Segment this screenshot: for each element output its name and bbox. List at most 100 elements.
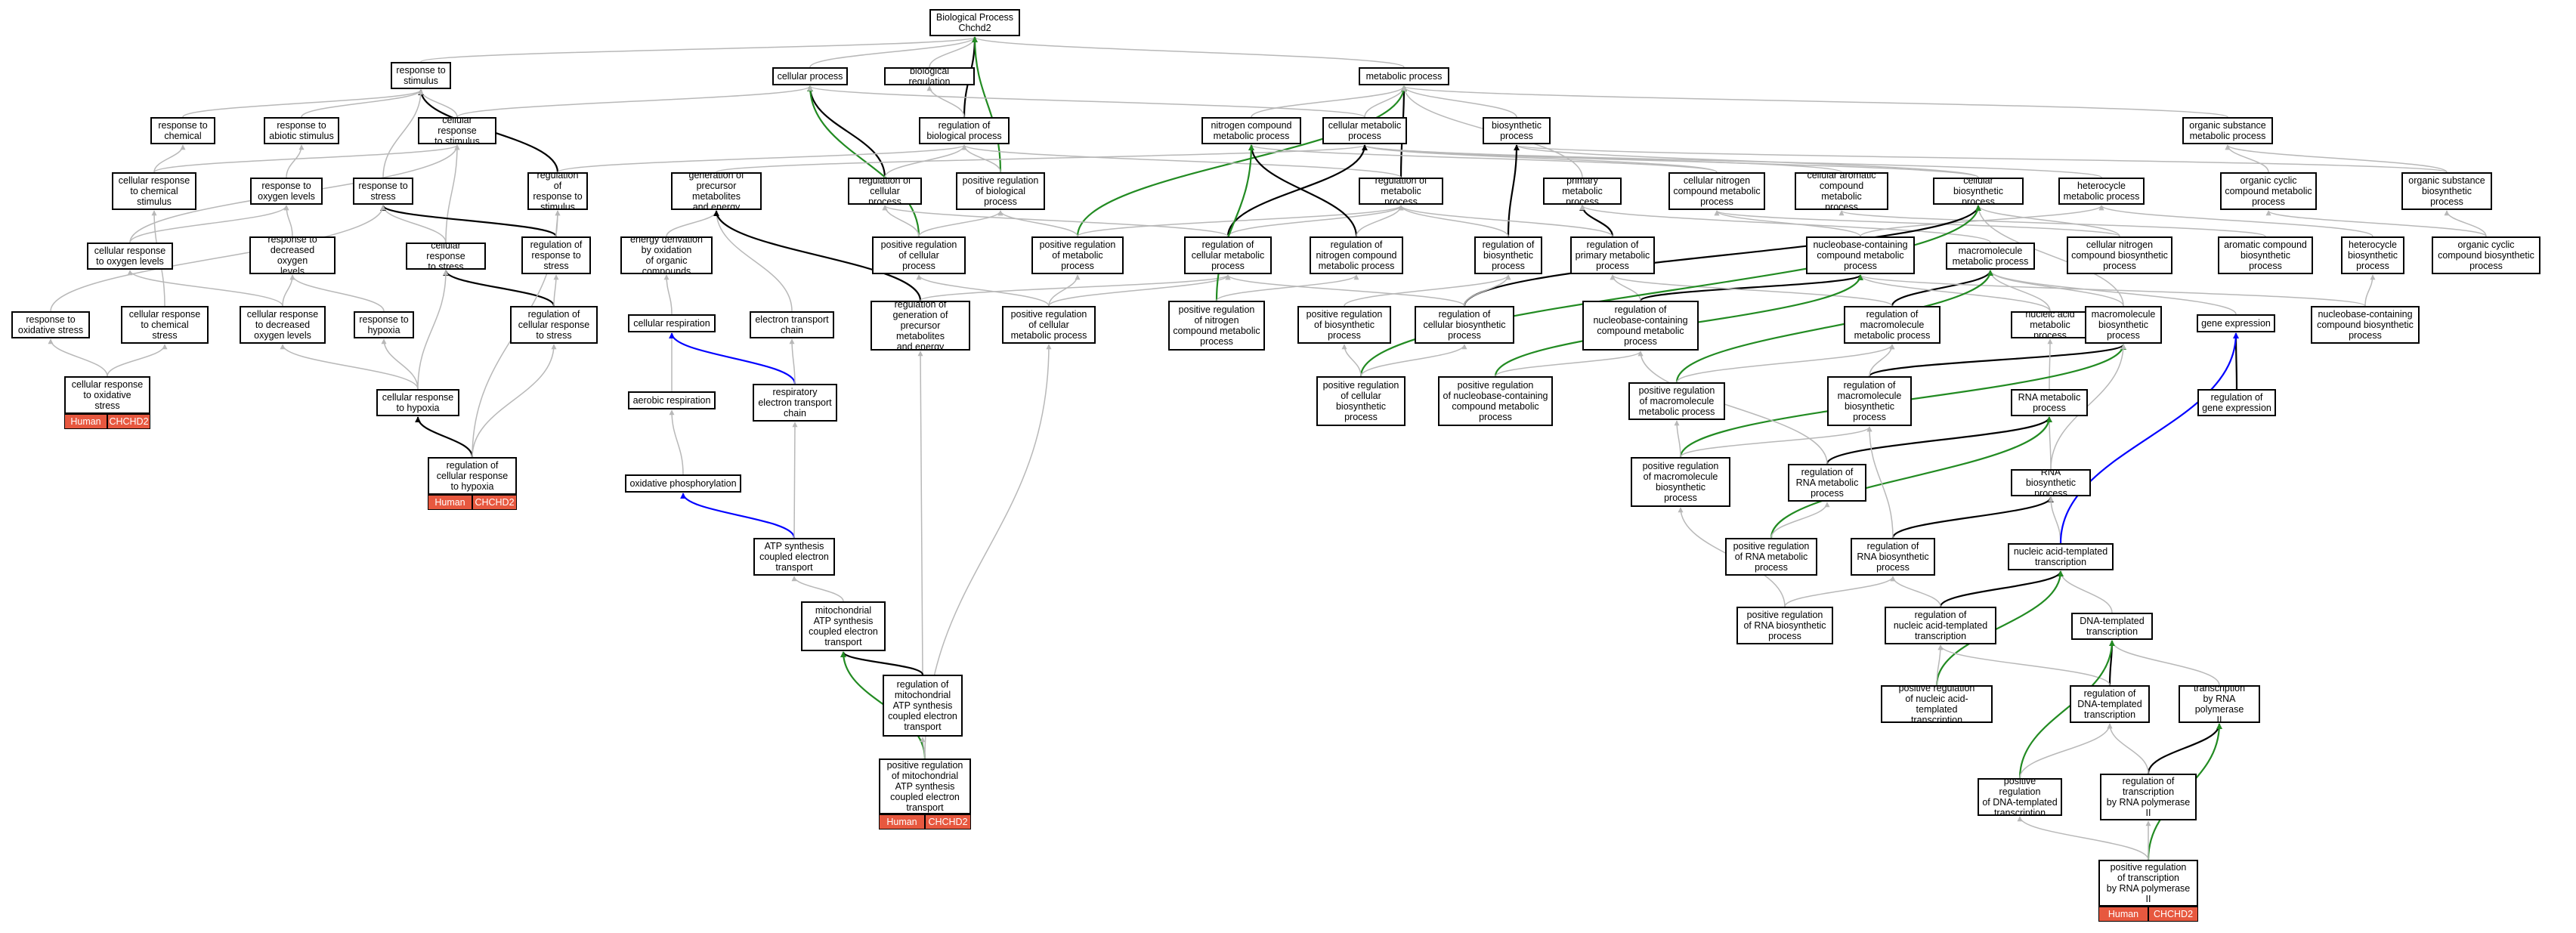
go-term-rrstress[interactable]: regulation of response to stress [521,236,591,274]
go-term-rcbp[interactable]: regulation of cellular biosynthetic proc… [1415,306,1514,344]
go-term-rrnamp[interactable]: regulation of RNA metabolic process [1788,464,1866,502]
go-term-pmp[interactable]: primary metabolic process [1543,178,1622,205]
go-term-prmp[interactable]: positive regulation of metabolic process [1031,236,1124,274]
go-term-atp[interactable]: ATP synthesis coupled electron transport [753,538,835,576]
go-term-rdol[interactable]: response to decreased oxygen levels [249,236,336,274]
go-term-prmatp[interactable]: positive regulation of mitochondrial ATP… [879,758,971,814]
go-term-ed[interactable]: energy derivation by oxidation of organi… [620,236,713,274]
go-term-mmp[interactable]: macromolecule metabolic process [1946,243,2035,270]
go-term-retc[interactable]: respiratory electron transport chain [753,384,837,422]
go-term-prrnabp[interactable]: positive regulation of RNA biosynthetic … [1736,607,1833,644]
go-term-rol[interactable]: response to oxygen levels [250,178,323,205]
go-term-trp2[interactable]: transcription by RNA polymerase II [2179,685,2260,723]
go-term-crts[interactable]: cellular response to stimulus [418,117,496,144]
go-term-hbp[interactable]: heterocycle biosynthetic process [2341,236,2404,274]
go-term-op[interactable]: oxidative phosphorylation [625,474,741,493]
go-term-prcmp[interactable]: positive regulation of cellular metaboli… [1002,306,1096,344]
go-term-nbcbp[interactable]: nucleobase-containing compound biosynthe… [2311,306,2420,344]
go-term-prcp[interactable]: positive regulation of cellular process [872,236,966,274]
go-term-ge[interactable]: gene expression [2197,314,2275,332]
go-term-osbp[interactable]: organic substance biosynthetic process [2401,172,2492,210]
go-term-osmp[interactable]: organic substance metabolic process [2182,117,2273,144]
go-term-rrs[interactable]: regulation of response to stimulus [527,172,588,210]
go-term-rmbp[interactable]: regulation of macromolecule biosynthetic… [1827,376,1912,426]
go-term-rpmp[interactable]: regulation of primary metabolic process [1570,236,1655,274]
go-term-cbp[interactable]: cellular biosynthetic process [1933,178,2024,205]
go-term-crch[interactable]: cellular response to chemical stress [121,306,209,344]
go-term-nbcmp[interactable]: nucleobase-containing compound metabolic… [1806,236,1915,274]
go-term-cncmp[interactable]: cellular nitrogen compound metabolic pro… [1668,172,1765,210]
go-term-acbp[interactable]: aromatic compound biosynthetic process [2218,236,2313,274]
go-term-rnabp[interactable]: RNA biosynthetic process [2011,469,2091,496]
edge-is-a [917,351,923,675]
go-term-prmbp[interactable]: positive regulation of macromolecule bio… [1631,457,1730,507]
go-term-cmp[interactable]: cellular metabolic process [1322,117,1407,144]
go-term-prbp[interactable]: positive regulation of biological proces… [956,172,1045,210]
go-term-natt[interactable]: nucleic acid-templated transcription [2008,543,2114,570]
go-term-rnbcmp[interactable]: regulation of nucleobase-containing comp… [1582,301,1699,351]
go-term-etc[interactable]: electron transport chain [750,311,834,338]
go-term-rmmp[interactable]: regulation of macromolecule metabolic pr… [1844,306,1941,344]
go-term-namp[interactable]: nucleic acid metabolic process [2011,311,2089,338]
go-term-prdtt[interactable]: positive regulation of DNA-templated tra… [1978,778,2062,816]
go-term-rmatp[interactable]: regulation of mitochondrial ATP synthesi… [883,675,963,737]
go-term-breg[interactable]: biological regulation [884,67,975,85]
go-term-ar[interactable]: aerobic respiration [628,391,716,409]
go-term-prnatt[interactable]: positive regulation of nucleic acid-temp… [1881,685,1993,723]
go-term-cncbp[interactable]: cellular nitrogen compound biosynthetic … [2067,236,2172,274]
go-term-gpm[interactable]: generation of precursor metabolites and … [671,172,762,210]
go-term-rcp[interactable]: regulation of cellular process [848,178,922,205]
go-term-rmp[interactable]: regulation of metabolic process [1359,178,1443,205]
go-term-cp[interactable]: cellular process [772,67,848,85]
go-term-occmp[interactable]: organic cyclic compound metabolic proces… [2220,172,2317,210]
go-term-bp[interactable]: Biological Process Chchd2 [929,9,1020,36]
go-term-rnamp[interactable]: RNA metabolic process [2011,389,2088,416]
go-term-rcrs[interactable]: regulation of cellular response to stres… [510,306,598,344]
go-term-crol[interactable]: cellular response to oxygen levels [87,243,173,270]
go-term-prrnamp[interactable]: positive regulation of RNA metabolic pro… [1725,538,1817,576]
edge-is-a [2225,144,2269,173]
go-term-prmmp[interactable]: positive regulation of macromolecule met… [1628,382,1725,420]
go-term-hmp[interactable]: heterocycle metabolic process [2058,178,2145,205]
go-term-crs[interactable]: cellular response to stress [406,243,486,270]
edge-is-a [1464,274,1511,307]
go-term-rts2[interactable]: response to stress [353,178,413,205]
go-term-rnatt[interactable]: regulation of nucleic acid-templated tra… [1885,607,1996,644]
go-term-dtt[interactable]: DNA-templated transcription [2071,613,2153,640]
go-term-matp[interactable]: mitochondrial ATP synthesis coupled elec… [801,601,886,651]
go-term-rbsp[interactable]: regulation of biosynthetic process [1474,236,1542,274]
go-term-rdtt[interactable]: regulation of DNA-templated transcriptio… [2070,685,2150,723]
go-term-mp[interactable]: metabolic process [1359,67,1449,85]
go-term-prnbcmp[interactable]: positive regulation of nucleobase-contai… [1438,376,1553,426]
go-term-crdol[interactable]: cellular response to decreased oxygen le… [240,306,326,344]
go-term-rth[interactable]: response to hypoxia [354,311,414,338]
go-term-prtrp2[interactable]: positive regulation of transcription by … [2098,860,2198,907]
go-term-prcbp[interactable]: positive regulation of cellular biosynth… [1316,376,1406,426]
go-term-mbp[interactable]: macromolecule biosynthetic process [2085,306,2162,344]
edge-is-a [456,85,813,118]
edge-regulates [1463,205,1981,307]
go-term-rrnabp[interactable]: regulation of RNA biosynthetic process [1851,538,1935,576]
go-term-rcrh[interactable]: regulation of cellular response to hypox… [428,457,517,495]
go-term-rtc[interactable]: response to chemical [150,117,215,144]
go-term-rge[interactable]: regulation of gene expression [2197,389,2276,416]
go-term-rgpm[interactable]: regulation of generation of precursor me… [871,301,970,351]
go-term-ras[interactable]: response to abiotic stimulus [264,117,339,144]
go-term-prncmp[interactable]: positive regulation of nitrogen compound… [1168,301,1265,351]
go-term-rcmp[interactable]: regulation of cellular metabolic process [1184,236,1272,274]
go-term-rts[interactable]: response to stimulus [391,62,451,89]
go-term-cacmp[interactable]: cellular aromatic compound metabolic pro… [1795,172,1888,210]
edge-is-a [283,205,293,237]
go-term-crcs[interactable]: cellular response to chemical stimulus [112,172,196,210]
go-term-crh[interactable]: cellular response to hypoxia [376,389,459,416]
go-term-prbsp[interactable]: positive regulation of biosynthetic proc… [1297,306,1391,344]
go-term-rbp[interactable]: regulation of biological process [919,117,1010,144]
go-term-rtos[interactable]: response to oxidative stress [11,311,90,338]
go-term-croxs[interactable]: cellular response to oxidative stress [64,376,150,414]
go-term-cr[interactable]: cellular respiration [628,314,716,332]
go-term-rtrp2[interactable]: regulation of transcription by RNA polym… [2100,774,2197,820]
go-term-rncmp[interactable]: regulation of nitrogen compound metaboli… [1310,236,1403,274]
go-term-ncmp[interactable]: nitrogen compound metabolic process [1201,117,1301,144]
go-term-occbp[interactable]: organic cyclic compound biosynthetic pro… [2432,236,2540,274]
go-term-bsp[interactable]: biosynthetic process [1483,117,1551,144]
